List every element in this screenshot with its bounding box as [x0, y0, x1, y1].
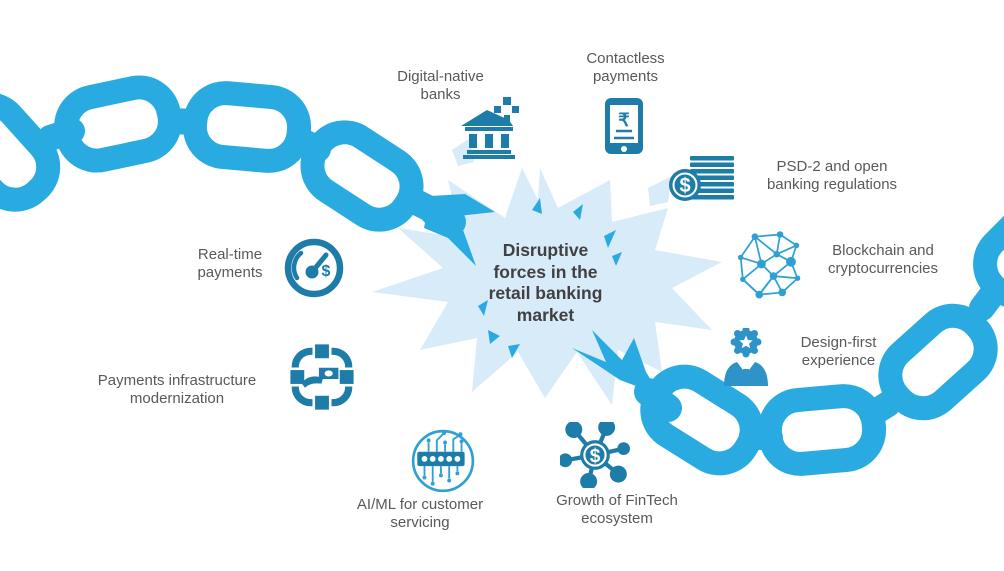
broken-chain-right: [572, 191, 1004, 476]
person-star-badge-icon: [724, 328, 768, 386]
dollar-hub-network-icon: $: [560, 422, 630, 488]
left-chain-broken-end: [424, 194, 495, 266]
label-fintech-ecosystem: Growth of FinTech ecosystem: [556, 492, 678, 527]
label-blockchain-crypto: Blockchain and cryptocurrencies: [827, 242, 939, 277]
speedometer-dollar-icon: $: [284, 238, 344, 298]
right-chain-broken-end: [572, 330, 660, 395]
label-design-first: Design-first experience: [800, 334, 877, 369]
coin-stack-dollar-icon: $: [669, 156, 734, 201]
label-ai-ml: AI/ML for customer servicing: [356, 496, 484, 531]
broken-chain-left: [0, 75, 495, 266]
smartphone-rupee-icon: ₹: [605, 98, 643, 154]
dollar-symbol: $: [590, 446, 601, 467]
chain-debris-shards: [478, 198, 622, 358]
label-payments-infrastructure: Payments infrastructure modernization: [97, 372, 257, 407]
center-title: Disruptive forces in the retail banking …: [488, 240, 603, 325]
blockchain-network-icon: [737, 231, 801, 299]
label-contactless-payments: Contactless payments: [586, 50, 665, 85]
bank-icon: [461, 97, 519, 159]
payment-hand-network-icon: [288, 341, 356, 413]
circuit-chip-icon: [411, 429, 475, 493]
dollar-symbol: $: [679, 175, 690, 197]
dollar-symbol: $: [322, 263, 331, 280]
label-real-time-payments: Real-time payments: [197, 246, 263, 281]
rupee-symbol: ₹: [618, 110, 630, 130]
label-digital-native-banks: Digital-native banks: [397, 68, 484, 103]
label-psd2-open-banking: PSD-2 and open banking regulations: [766, 158, 898, 193]
